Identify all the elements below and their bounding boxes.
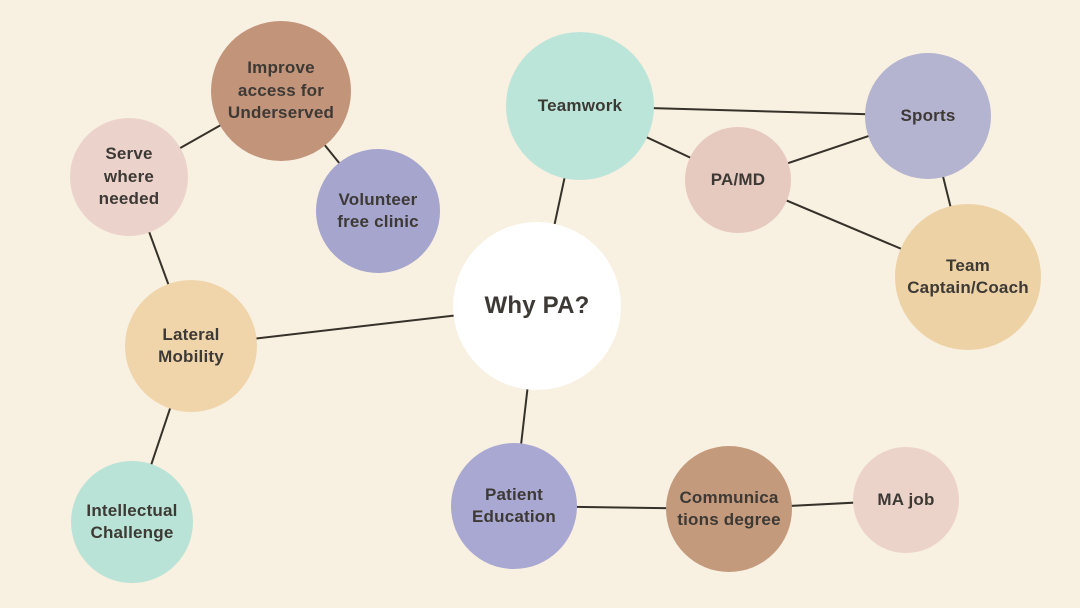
node-label: Lateral Mobility xyxy=(158,324,224,366)
node-label: Team Captain/Coach xyxy=(907,255,1029,297)
node-team-captain-coach[interactable]: Team Captain/Coach xyxy=(895,204,1041,350)
node-serve-where-needed[interactable]: Serve where needed xyxy=(70,118,188,236)
node-sports[interactable]: Sports xyxy=(865,53,991,179)
node-label: Why PA? xyxy=(484,292,590,320)
node-volunteer-free-clinic[interactable]: Volunteer free clinic xyxy=(316,149,440,273)
node-label: Patient Education xyxy=(472,484,556,526)
node-label: Teamwork xyxy=(537,95,623,115)
node-label: Intellectual Challenge xyxy=(86,500,178,542)
node-improve-access[interactable]: Improve access for Underserved xyxy=(211,21,351,161)
node-patient-education[interactable]: Patient Education xyxy=(451,443,577,569)
node-label: MA job xyxy=(877,489,935,509)
node-intellectual-challenge[interactable]: Intellectual Challenge xyxy=(71,461,193,583)
node-label: PA/MD xyxy=(710,169,766,189)
node-communications-degree[interactable]: Communica tions degree xyxy=(666,446,792,572)
node-label: Serve where needed xyxy=(98,144,160,209)
node-lateral-mobility[interactable]: Lateral Mobility xyxy=(125,280,257,412)
node-label: Sports xyxy=(900,105,956,125)
node-why-pa[interactable]: Why PA? xyxy=(453,222,621,390)
node-label: Improve access for Underserved xyxy=(227,58,335,123)
node-teamwork[interactable]: Teamwork xyxy=(506,32,654,180)
node-label: Volunteer free clinic xyxy=(337,189,419,231)
node-ma-job[interactable]: MA job xyxy=(853,447,959,553)
node-pa-md[interactable]: PA/MD xyxy=(685,127,791,233)
node-label: Communica tions degree xyxy=(677,487,781,529)
